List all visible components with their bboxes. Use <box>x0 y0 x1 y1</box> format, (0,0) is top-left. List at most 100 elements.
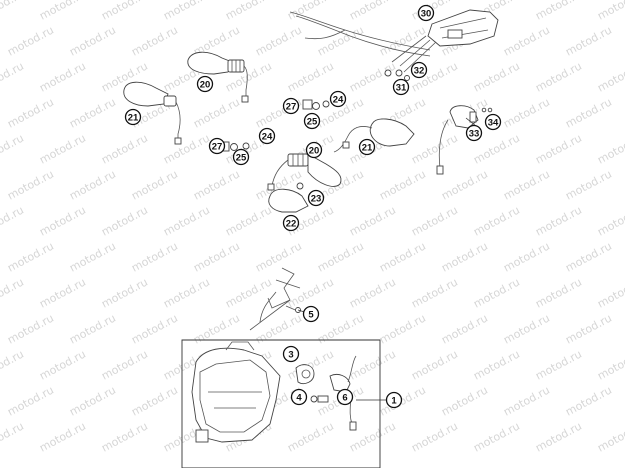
watermark-text: motod.ru <box>37 347 88 382</box>
watermark-text: motod.ru <box>285 59 336 94</box>
watermark-text: motod.ru <box>377 311 428 346</box>
watermark-text: motod.ru <box>5 23 56 58</box>
watermark-text: motod.ru <box>439 239 490 274</box>
watermark-text: motod.ru <box>347 203 398 238</box>
watermark-text: motod.ru <box>99 347 150 382</box>
watermark-text: motod.ru <box>67 167 118 202</box>
watermark-text: motod.ru <box>595 275 625 310</box>
watermark-text: motod.ru <box>501 23 552 58</box>
callout-25: 25 <box>303 112 321 130</box>
watermark-text: motod.ru <box>501 383 552 418</box>
svg-text:25: 25 <box>236 153 247 164</box>
watermark-text: motod.ru <box>563 311 614 346</box>
watermark-text: motod.ru <box>37 59 88 94</box>
svg-text:23: 23 <box>311 194 322 205</box>
watermark-text: motod.ru <box>67 311 118 346</box>
watermark-text: motod.ru <box>533 419 584 454</box>
callout-34: 34 <box>484 113 502 131</box>
watermark-text: motod.ru <box>533 347 584 382</box>
watermark-text: motod.ru <box>37 203 88 238</box>
watermark-text: motod.ru <box>161 131 212 166</box>
callout-4: 4 <box>290 388 308 406</box>
callout-27-lower: 27 <box>208 137 226 155</box>
watermark-text: motod.ru <box>99 203 150 238</box>
svg-text:34: 34 <box>488 118 499 129</box>
watermark-text: motod.ru <box>471 275 522 310</box>
watermark-text: motod.ru <box>533 131 584 166</box>
watermark-text: motod.ru <box>595 419 625 454</box>
svg-text:25: 25 <box>307 117 318 128</box>
watermark-text: motod.ru <box>533 0 584 23</box>
watermark-text: motod.ru <box>315 239 366 274</box>
callout-21: 21 <box>124 108 142 126</box>
watermark-text: motod.ru <box>5 311 56 346</box>
watermark-text: motod.ru <box>409 347 460 382</box>
watermark-text: motod.ru <box>533 203 584 238</box>
watermark-text: motod.ru <box>563 95 614 130</box>
watermark-text: motod.ru <box>5 167 56 202</box>
watermark-text: motod.ru <box>409 131 460 166</box>
svg-text:1: 1 <box>391 396 397 407</box>
watermark-text: motod.ru <box>285 419 336 454</box>
watermark-text: motod.ru <box>347 275 398 310</box>
watermark-text: motod.ru <box>129 311 180 346</box>
svg-text:27: 27 <box>286 102 297 113</box>
watermark-text: motod.ru <box>501 95 552 130</box>
watermark-text: motod.ru <box>501 239 552 274</box>
svg-text:22: 22 <box>286 219 297 230</box>
watermark-text: motod.ru <box>99 419 150 454</box>
watermark-text: motod.ru <box>191 239 242 274</box>
watermark-text: motod.ru <box>409 275 460 310</box>
indicator-rear-left <box>123 51 249 145</box>
watermark-text: motod.ru <box>5 95 56 130</box>
callout-20: 20 <box>196 75 214 93</box>
watermark-text: motod.ru <box>0 347 26 382</box>
svg-text:3: 3 <box>288 350 293 361</box>
watermark-text: motod.ru <box>223 203 274 238</box>
watermark-text: motod.ru <box>161 0 212 23</box>
callout-layer: 30 20 21 32 31 27 24 25 33 34 27 24 25 2… <box>124 4 502 409</box>
svg-text:30: 30 <box>421 9 432 20</box>
callout-22: 22 <box>282 214 300 232</box>
indicator-front-right <box>333 118 415 153</box>
callout-6: 6 <box>336 388 354 406</box>
watermark-text: motod.ru <box>5 239 56 274</box>
watermark-text: motod.ru <box>99 0 150 23</box>
watermark-text: motod.ru <box>501 311 552 346</box>
svg-text:31: 31 <box>396 83 407 94</box>
watermark-text: motod.ru <box>37 275 88 310</box>
watermark-text: motod.ru <box>595 131 625 166</box>
watermark-text: motod.ru <box>377 167 428 202</box>
watermark-text: motod.ru <box>67 239 118 274</box>
watermark-text: motod.ru <box>595 347 625 382</box>
watermark-text: motod.ru <box>563 23 614 58</box>
watermark-text: motod.ru <box>0 275 26 310</box>
callout-30: 30 <box>417 4 435 22</box>
callout-1: 1 <box>385 391 403 409</box>
watermark-text: motod.ru <box>471 347 522 382</box>
watermark-text: motod.ru <box>285 0 336 23</box>
watermark-text: motod.ru <box>0 131 26 166</box>
svg-text:6: 6 <box>342 393 347 404</box>
watermark-text: motod.ru <box>0 59 26 94</box>
watermark-text: motod.ru <box>409 419 460 454</box>
watermark-text: motod.ru <box>67 383 118 418</box>
watermark-text: motod.ru <box>471 59 522 94</box>
watermark-text: motod.ru <box>533 59 584 94</box>
watermark-text: motod.ru <box>37 0 88 23</box>
callout-27: 27 <box>282 97 300 115</box>
svg-text:21: 21 <box>362 143 373 154</box>
watermark-text: motod.ru <box>67 95 118 130</box>
watermark-text: motod.ru <box>563 167 614 202</box>
watermark-text: motod.ru <box>595 203 625 238</box>
watermark-text: motod.ru <box>439 311 490 346</box>
indicator-front-left <box>267 153 342 213</box>
watermark-text: motod.ru <box>0 0 26 23</box>
watermark-text: motod.ru <box>501 167 552 202</box>
callout-3: 3 <box>282 345 300 363</box>
callout-31: 31 <box>392 78 410 96</box>
watermark-text: motod.ru <box>223 0 274 23</box>
